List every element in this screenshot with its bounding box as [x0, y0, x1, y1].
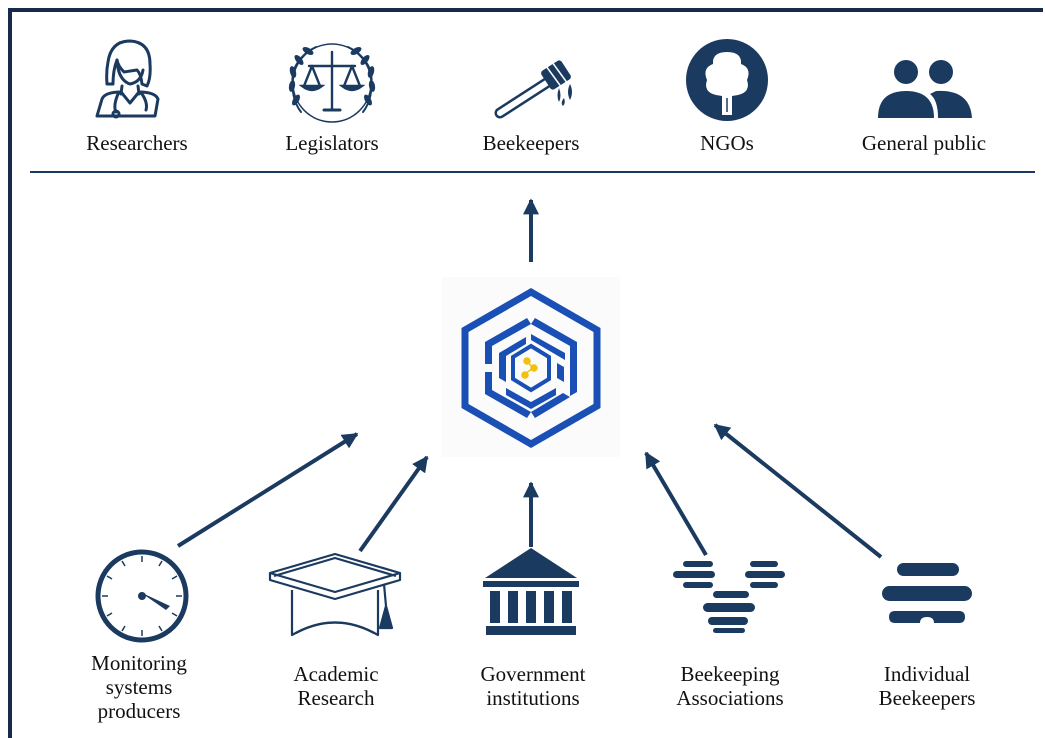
arrow-individual-to-hub — [713, 423, 883, 559]
label-ngos: NGOs — [700, 131, 754, 155]
label-line: producers — [97, 699, 181, 723]
gauge-icon — [95, 549, 189, 643]
label-line: Beekeepers — [878, 686, 976, 710]
label-general-public: General public — [861, 131, 987, 155]
honey-dipper-icon — [494, 60, 572, 119]
label-line: Research — [297, 686, 375, 710]
label-legislators: Legislators — [285, 131, 379, 155]
arrow-associations-to-hub — [644, 451, 708, 557]
hexagon-platform-logo-icon — [442, 277, 620, 457]
scales-of-justice-icon — [288, 43, 376, 123]
arrow-monitoring-to-hub — [176, 432, 359, 548]
people-icon — [878, 60, 972, 118]
label-line: Individual — [883, 662, 971, 686]
government-building-icon — [483, 548, 579, 635]
graduation-cap-icon — [268, 552, 402, 637]
arrow-academic-to-hub — [358, 455, 429, 553]
label-beekeepers: Beekeepers — [482, 131, 580, 155]
label-researchers: Researchers — [86, 131, 188, 155]
label-individual-beekeepers: Individual Beekeepers — [837, 662, 1017, 710]
label-line: Monitoring — [91, 651, 187, 675]
label-line: systems — [105, 675, 173, 699]
label-line: Academic — [293, 662, 379, 686]
tree-icon — [686, 39, 768, 121]
label-academic-research: Academic Research — [246, 662, 426, 710]
researcher-icon — [95, 39, 160, 119]
frame-border — [8, 8, 1043, 738]
label-beekeeping-associations: Beekeeping Associations — [640, 662, 820, 710]
label-government-institutions: Government institutions — [443, 662, 623, 710]
arrows — [176, 198, 883, 559]
label-line: institutions — [486, 686, 580, 710]
associations-icon — [673, 561, 785, 633]
label-line: Beekeeping — [680, 662, 780, 686]
beehive-icon — [882, 563, 972, 623]
label-line: Associations — [676, 686, 784, 710]
label-monitoring-systems-producers: Monitoring systems producers — [49, 651, 229, 723]
label-line: Government — [480, 662, 586, 686]
